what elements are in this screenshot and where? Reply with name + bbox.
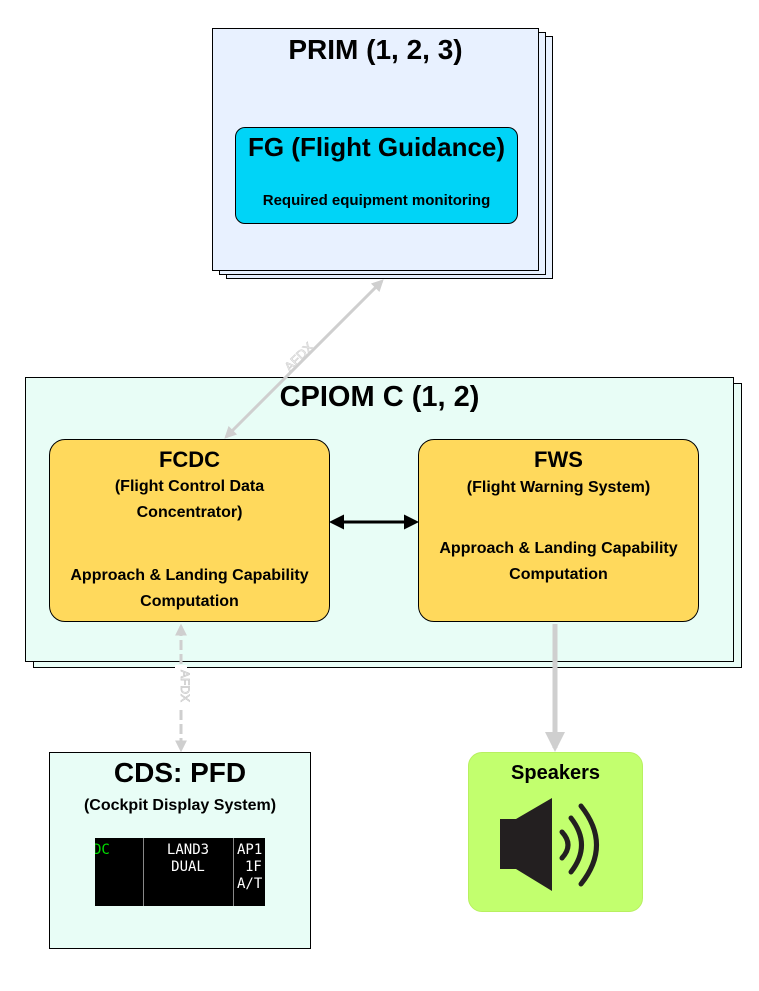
- fcdc-cds-link-label: AFDX: [178, 670, 192, 702]
- fws-box: [418, 439, 699, 622]
- fg-title: FG (Flight Guidance): [247, 132, 506, 162]
- fws-full-name: (Flight Warning System): [466, 479, 651, 496]
- cds-subtitle: (Cockpit Display System): [83, 797, 277, 814]
- pfd-mode-text: DC: [95, 842, 110, 858]
- fcdc-box: [49, 439, 330, 622]
- fg-box: [235, 127, 518, 224]
- pfd-land-text: LAND3: [166, 842, 210, 858]
- speakers-title: Speakers: [511, 762, 600, 784]
- cds-title: CDS: PFD: [113, 757, 247, 788]
- pfd-separator: [233, 838, 234, 906]
- fcdc-full-name: (Flight Control Data Concentrator): [114, 478, 265, 521]
- pfd-dual-text: DUAL: [171, 859, 205, 875]
- pfd-fd-text: 1F: [245, 859, 262, 875]
- prim-fcdc-link: AFDX: [224, 279, 384, 439]
- fws-function: Approach & Landing Capability Computatio…: [439, 540, 678, 583]
- prim-fcdc-link-label: AFDX: [281, 339, 316, 374]
- fcdc-cds-link: AFDX: [175, 623, 192, 753]
- fg-subtitle: Required equipment monitoring: [262, 192, 491, 209]
- fcdc-cds-label-bg: [175, 665, 187, 707]
- pfd-separator: [143, 838, 144, 906]
- pfd-ap-text: AP1: [237, 842, 263, 858]
- speaker-icon: [500, 798, 599, 891]
- fws-title: FWS: [534, 447, 583, 472]
- pfd-at-text: A/T: [237, 876, 263, 892]
- fcdc-function: Approach & Landing Capability Computatio…: [70, 567, 309, 610]
- prim-title: PRIM (1, 2, 3): [288, 34, 463, 65]
- fcdc-title: FCDC: [158, 447, 221, 472]
- pfd-display-snippet: DC LAND3 DUAL AP1 1F A/T: [95, 838, 265, 906]
- prim-fcdc-arrow: [224, 279, 384, 439]
- speakers-box: [468, 752, 643, 912]
